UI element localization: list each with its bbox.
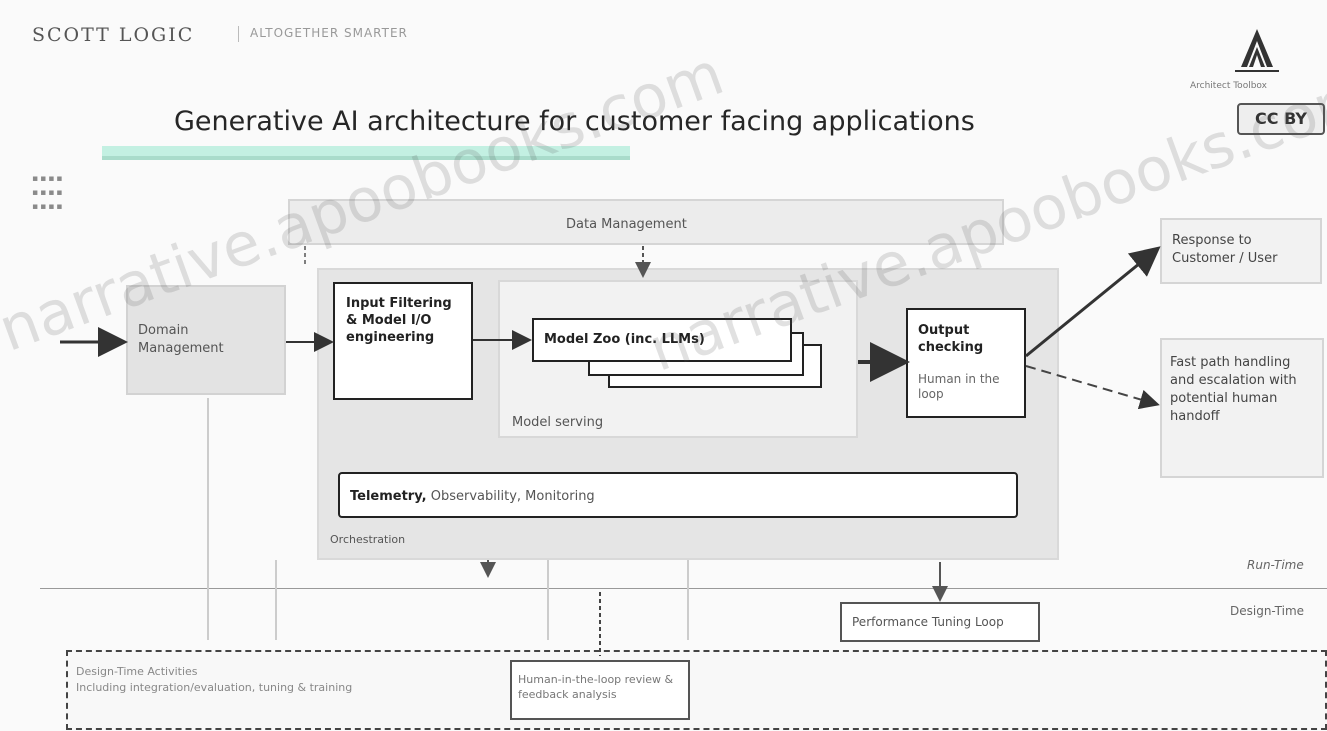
- title-underline-shadow: [102, 156, 630, 160]
- output-checking-box: [906, 308, 1026, 418]
- model-zoo-label: Model Zoo (inc. LLMs): [544, 332, 705, 347]
- fallback-box: [1160, 338, 1324, 478]
- decorative-dots: ▪▪▪▪▪▪▪▪▪▪▪▪: [32, 174, 65, 212]
- brand-name: SCOTT LOGIC: [32, 24, 195, 46]
- design-time-area: [66, 650, 1327, 730]
- output-to-response-arrow: [1025, 246, 1161, 358]
- output-checking-label: Output checking: [918, 323, 984, 355]
- data-management-label: Data Management: [566, 217, 687, 232]
- orchestration-label: Orchestration: [330, 533, 406, 546]
- model-zoo-box: [532, 318, 792, 362]
- header-divider: [238, 26, 239, 42]
- telemetry-label-bold: Telemetry,: [350, 489, 427, 504]
- model-serving-label: Model serving: [512, 415, 604, 430]
- response-box: [1160, 218, 1322, 284]
- input-filtering-box: [333, 282, 473, 400]
- brand-tagline: ALTOGETHER SMARTER: [250, 26, 408, 40]
- performance-tuning-box: [840, 602, 1040, 642]
- run-time-label: Run-Time: [1247, 558, 1304, 572]
- toolbox-logo-icon: [1235, 29, 1279, 72]
- data-management-box: [288, 199, 1004, 245]
- title-underline: [102, 146, 630, 156]
- telemetry-label: Telemetry, Observability, Monitoring: [350, 489, 595, 504]
- telemetry-label-rest: Observability, Monitoring: [430, 489, 595, 504]
- input-filtering-label: Input Filtering & Model I/O engineering: [346, 296, 452, 345]
- design-time-notes: Design-Time Activities Including integra…: [76, 665, 353, 694]
- fallback-label: Fast path handling and escalation with p…: [1170, 355, 1297, 424]
- design-time-label: Design-Time: [1230, 604, 1305, 618]
- output-checking-sublabel: Human in the loop: [918, 372, 1000, 401]
- logo-caption: Architect Toolbox: [1190, 81, 1267, 91]
- human-review-label: Human-in-the-loop review & feedback anal…: [518, 673, 674, 701]
- human-review-box: [510, 660, 690, 720]
- license-badge: CC BY: [1237, 103, 1325, 135]
- domain-management-box: [126, 285, 286, 395]
- domain-management-label: Domain Management: [138, 323, 224, 356]
- output-to-fallback-arrow: [1025, 365, 1160, 410]
- diagram-title: Generative AI architecture for customer …: [174, 106, 975, 137]
- runtime-designtime-divider: [40, 588, 1327, 589]
- response-label: Response to Customer / User: [1172, 233, 1278, 266]
- performance-tuning-label: Performance Tuning Loop: [852, 615, 1004, 629]
- telemetry-box: [338, 472, 1018, 518]
